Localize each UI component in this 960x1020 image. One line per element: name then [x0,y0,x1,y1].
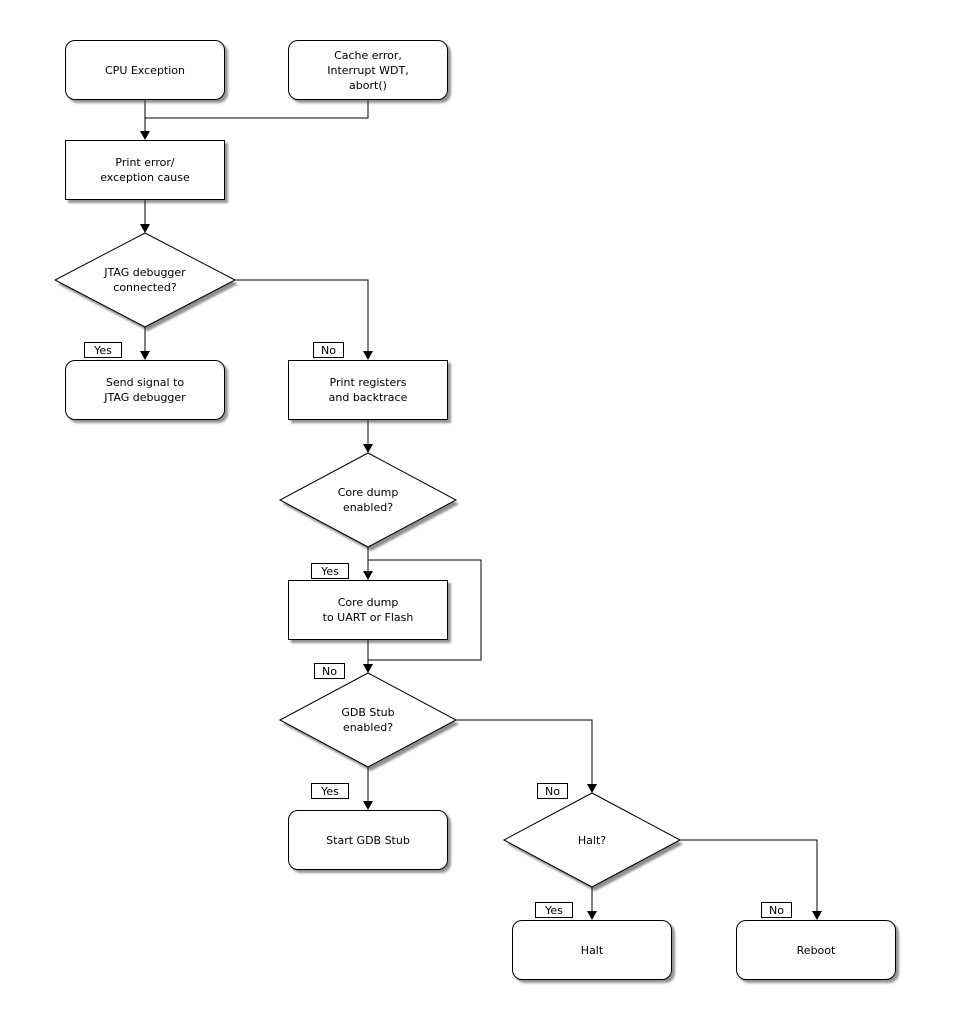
edge-label-coredump-yes: Yes [311,563,349,579]
arrowhead-into-reboot [812,911,822,920]
arrowhead-into-coredump [363,444,373,453]
node-core-dump: Core dump to UART or Flash [288,580,448,640]
edge-halt-no-to-reboot [680,839,818,918]
decision-gdbstub-label: GDB Stub enabled? [341,706,395,734]
edge-label-halt-no: No [761,902,792,918]
edge-label-gdbstub-no: No [537,783,568,799]
arrowhead-into-jtag [140,224,150,233]
edge-label-jtag-no: No [313,342,344,358]
edge-cache-error-to-junction [145,100,369,119]
node-print-error: Print error/ exception cause [65,140,225,200]
node-cache-error: Cache error, Interrupt WDT, abort() [288,40,448,100]
arrowhead-into-halt-question [587,784,597,793]
edge-label-gdbstub-yes: Yes [311,783,349,799]
decision-jtag-shape [53,232,237,328]
node-reboot: Reboot [736,920,896,980]
edge-gdbstub-no-to-halt-question [456,719,593,791]
arrowhead-into-halt-box [587,911,597,920]
node-cpu-exception: CPU Exception [65,40,225,100]
decision-coredump-shape [278,452,458,548]
decision-jtag-label: JTAG debugger connected? [104,266,186,294]
edge-label-coredump-no: No [314,663,345,679]
decision-gdbstub-shape [278,672,458,768]
arrowhead-into-send-signal [140,351,150,360]
edge-label-halt-yes: Yes [535,902,573,918]
node-start-gdb-stub: Start GDB Stub [288,810,448,870]
node-print-registers: Print registers and backtrace [288,360,448,420]
node-halt: Halt [512,920,672,980]
decision-coredump-label: Core dump enabled? [337,486,399,514]
arrowhead-into-print-registers [363,351,373,360]
decision-halt-shape [502,792,682,888]
node-send-signal: Send signal to JTAG debugger [65,360,225,420]
decision-halt-label: Halt? [577,833,607,847]
edge-coredump-no-bypass [368,559,482,661]
arrowhead-into-gdbstub [363,664,373,673]
edge-label-jtag-yes: Yes [84,342,122,358]
arrowhead-into-print-error [140,131,150,140]
edge-jtag-no-to-print-registers [235,279,369,358]
arrowhead-into-start-gdb [363,801,373,810]
arrowhead-into-coredump-box [363,571,373,580]
